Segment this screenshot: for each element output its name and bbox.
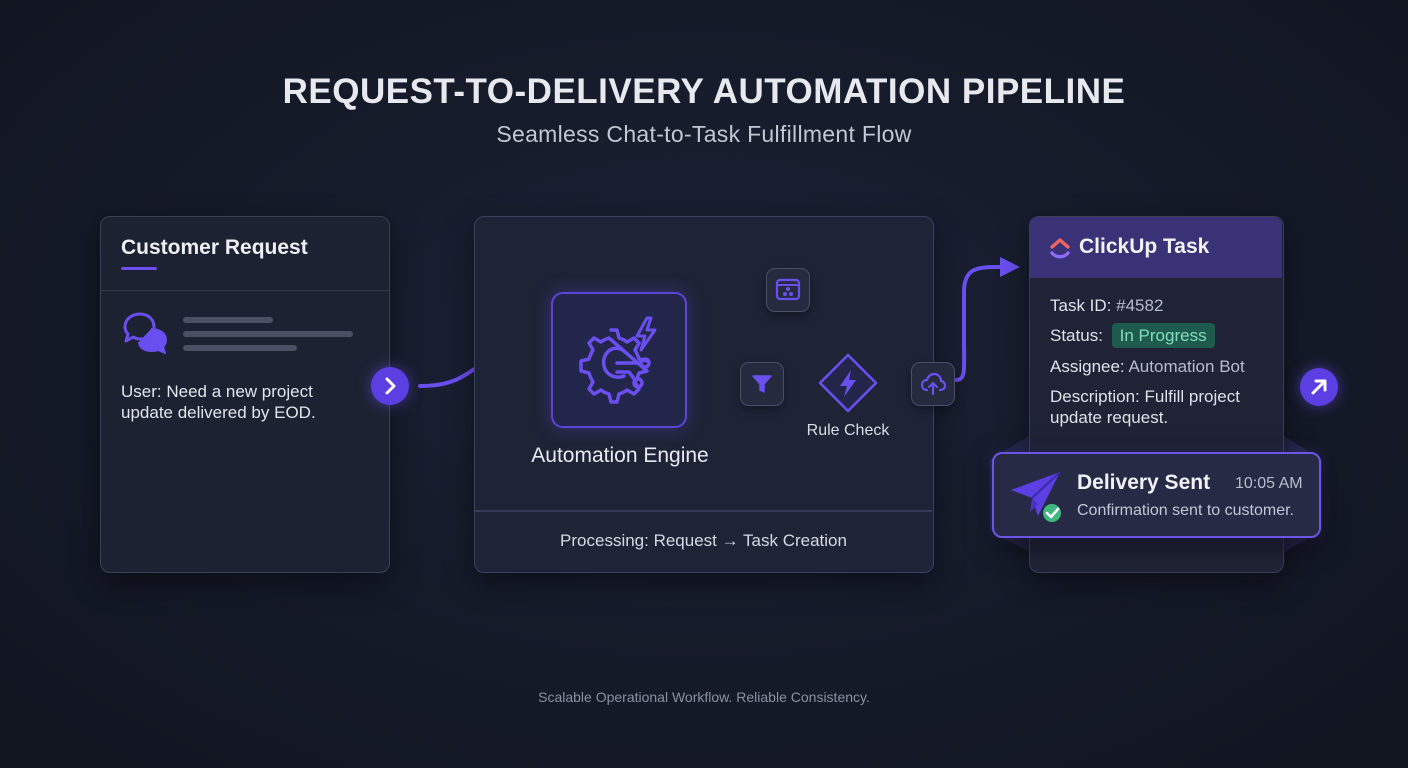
request-message: User: Need a new project update delivere… — [121, 382, 316, 422]
cloud-upload-icon — [920, 372, 946, 396]
description-value: Fulfill project update request. — [1050, 387, 1240, 427]
automation-engine-node — [551, 292, 687, 428]
cloud-upload-node — [911, 362, 955, 406]
open-external-button[interactable] — [1300, 368, 1338, 406]
chat-bubbles-icon — [123, 312, 167, 354]
message-skeleton-line — [183, 317, 273, 323]
engine-divider — [475, 510, 932, 512]
paper-plane-check-icon — [1011, 471, 1063, 524]
description-label: Description: — [1050, 387, 1140, 406]
task-assignee-row: Assignee: Automation Bot — [1050, 356, 1245, 377]
page-title: REQUEST-TO-DELIVERY AUTOMATION PIPELINE — [282, 72, 1126, 111]
gear-bolt-icon — [579, 316, 657, 404]
delivery-sent-card: Delivery Sent 10:05 AM Confirmation sent… — [992, 452, 1321, 538]
task-card-title: ClickUp Task — [1079, 235, 1210, 258]
arrow-up-right-icon — [1311, 379, 1327, 395]
delivery-title: Delivery Sent — [1077, 471, 1211, 494]
clickup-logo-icon — [1050, 238, 1070, 259]
webhook-window-icon — [775, 278, 801, 301]
delivery-timestamp: 10:05 AM — [1235, 475, 1303, 492]
filter-icon — [752, 375, 772, 393]
webhook-node — [766, 268, 810, 312]
arrow-cloud-to-task — [954, 257, 1020, 382]
chevron-right-icon — [385, 377, 396, 395]
task-status-row: Status: In Progress — [1050, 323, 1215, 348]
task-id-row: Task ID: #4582 — [1050, 295, 1163, 316]
automation-engine-card: Automation Engine Rule Check Processing:… — [474, 216, 955, 573]
filter-node — [740, 362, 784, 406]
task-id-label: Task ID: — [1050, 296, 1112, 315]
message-skeleton-line — [183, 331, 353, 337]
assignee-value: Automation Bot — [1128, 357, 1245, 376]
task-id-value: #4582 — [1116, 296, 1164, 315]
assignee-label: Assignee: — [1050, 357, 1125, 376]
rule-check-label: Rule Check — [806, 422, 890, 439]
card-title: Customer Request — [121, 236, 308, 259]
task-card-header: ClickUp Task — [1030, 217, 1282, 278]
footer-tagline: Scalable Operational Workflow. Reliable … — [538, 689, 870, 705]
status-badge: In Progress — [1111, 323, 1215, 348]
automation-engine-label: Automation Engine — [531, 444, 709, 467]
card-header: Customer Request — [101, 217, 389, 291]
delivery-description: Confirmation sent to customer. — [1077, 502, 1294, 519]
task-description-row: Description: Fulfill project update requ… — [1050, 386, 1265, 428]
title-underline — [121, 267, 157, 270]
customer-request-card: Customer Request User: Need a new projec… — [100, 216, 390, 573]
status-label: Status: — [1050, 326, 1103, 345]
next-step-button[interactable] — [371, 367, 409, 405]
rule-check-bolt-icon — [818, 353, 878, 413]
message-skeleton-line — [183, 345, 297, 351]
engine-processing-text: Processing: Request → Task Creation — [560, 531, 847, 550]
page-subtitle: Seamless Chat-to-Task Fulfillment Flow — [496, 121, 912, 147]
